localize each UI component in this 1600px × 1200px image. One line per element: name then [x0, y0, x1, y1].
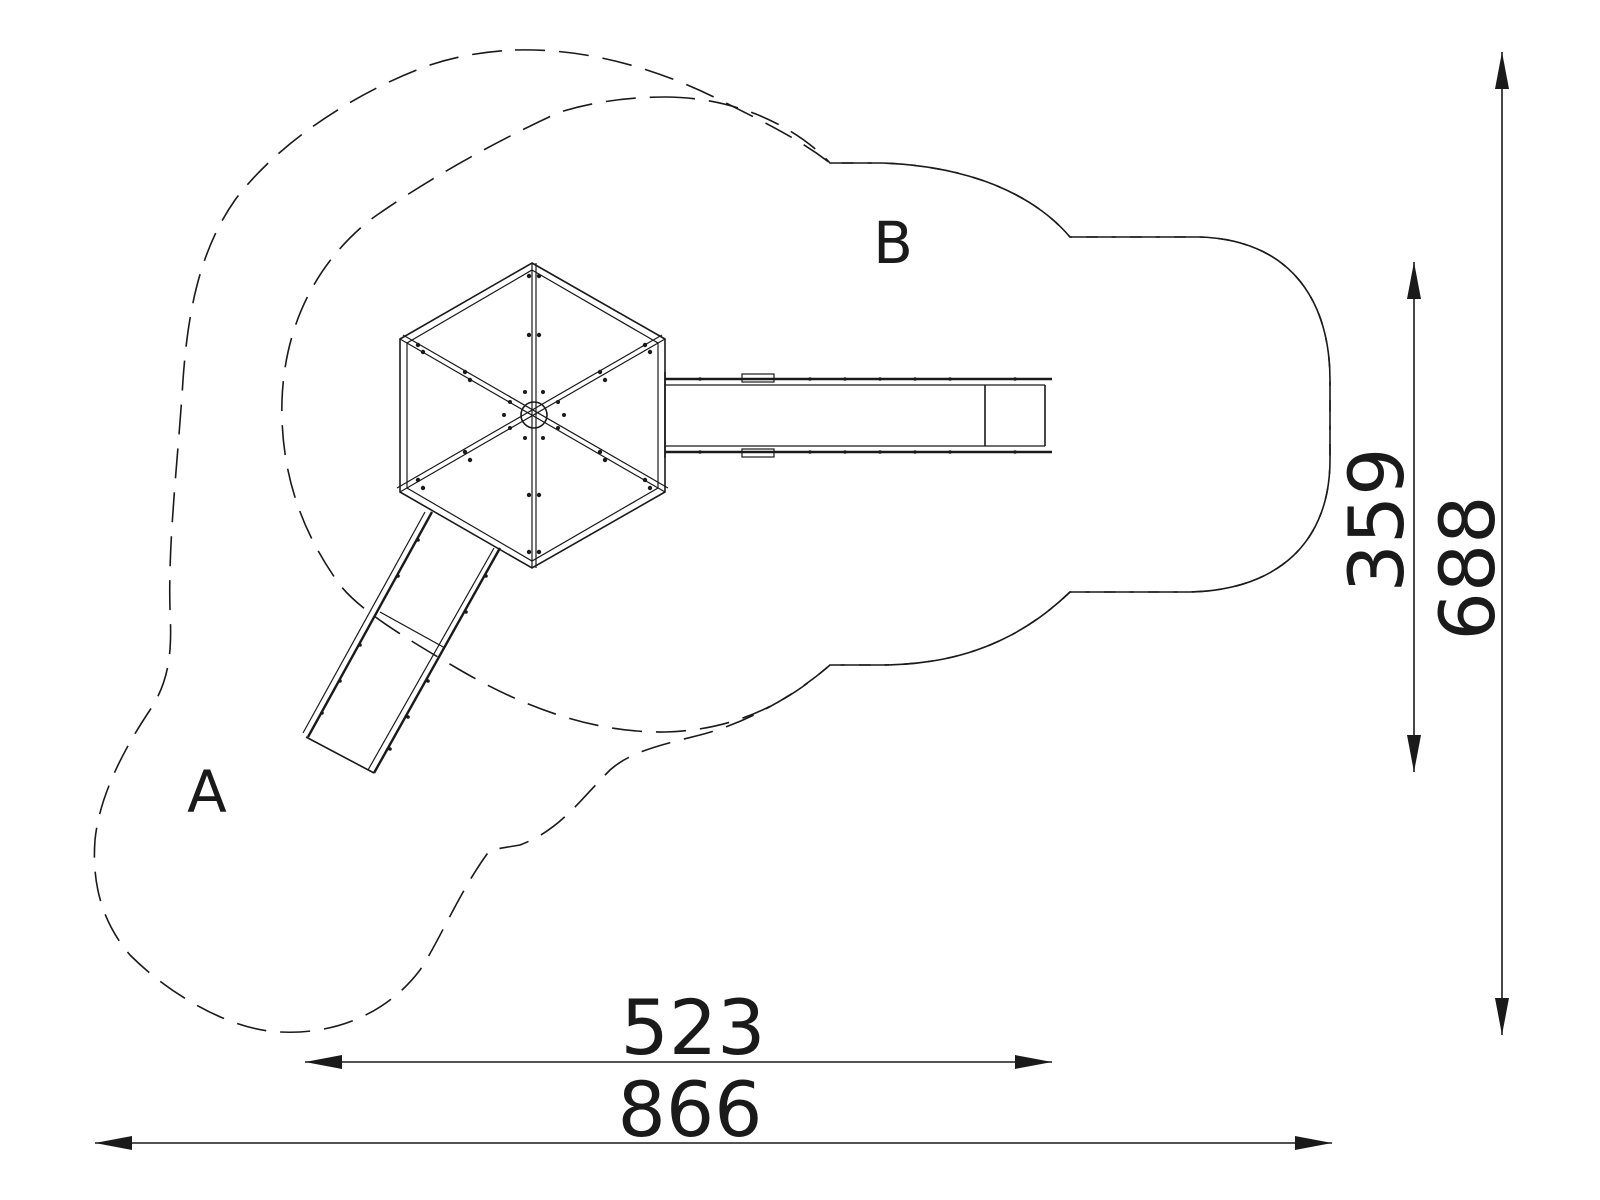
dimension-total-depth: 688 — [1423, 52, 1512, 1035]
svg-text:866: 866 — [617, 1065, 762, 1154]
dimension-total-width: 866 — [95, 1065, 1332, 1154]
straight-slide — [664, 372, 1052, 458]
svg-text:359: 359 — [1332, 447, 1421, 592]
dimension-structure-depth: 359 — [1332, 262, 1421, 772]
safety-zone-b-outline — [281, 96, 1331, 733]
climbing-ramp — [302, 511, 502, 774]
dimension-structure-width: 523 — [305, 983, 1052, 1072]
zone-label-a: A — [187, 758, 227, 826]
svg-text:688: 688 — [1423, 495, 1512, 640]
svg-text:523: 523 — [620, 983, 765, 1072]
zone-label-b: B — [873, 209, 913, 277]
hexagonal-roof — [396, 262, 669, 569]
safety-zone-a-outline — [93, 49, 1331, 1034]
